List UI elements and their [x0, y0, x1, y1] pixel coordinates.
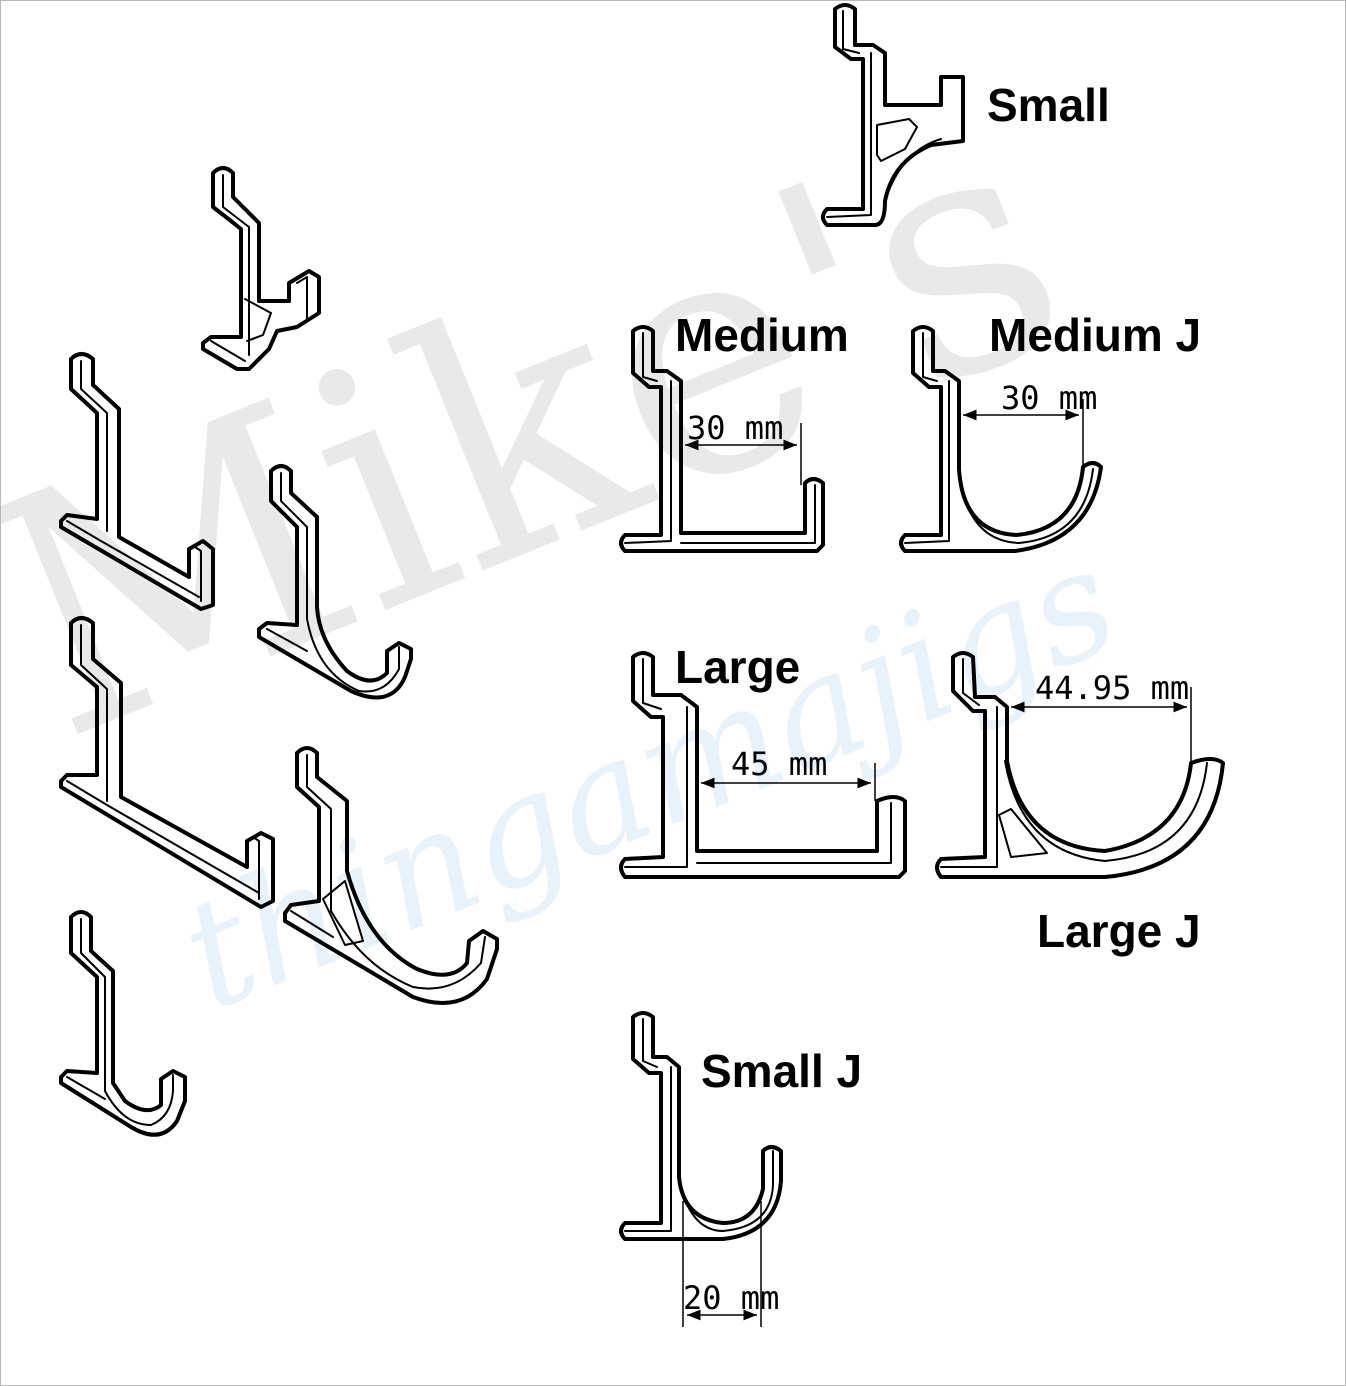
dim-large-text: 45 mm: [731, 745, 827, 783]
profile-small-j: [619, 1011, 783, 1241]
dim-small-j-text: 20 mm: [683, 1279, 779, 1317]
label-medium-j: Medium J: [989, 309, 1201, 361]
profile-small: [821, 3, 965, 227]
profile-large: [619, 651, 907, 879]
profile-medium: [619, 325, 825, 553]
dim-large-j-text: 44.95 mm: [1035, 669, 1189, 707]
iso-large-hook: [59, 616, 275, 909]
dim-medium-j: 30 mm: [963, 379, 1097, 467]
iso-medium-hook: [59, 352, 215, 611]
dim-large: 45 mm: [701, 745, 876, 801]
iso-medium-j-hook: [257, 464, 413, 700]
iso-small-j-hook: [59, 910, 187, 1137]
label-medium: Medium: [675, 309, 849, 361]
label-small: Small: [987, 79, 1110, 131]
label-large: Large: [675, 641, 800, 693]
dim-medium-j-text: 30 mm: [1001, 379, 1097, 417]
dim-small-j: 20 mm: [682, 1201, 779, 1327]
dim-medium: 30 mm: [685, 409, 802, 485]
label-large-j: Large J: [1037, 905, 1201, 957]
dim-large-j: 44.95 mm: [1011, 669, 1192, 763]
dim-medium-text: 30 mm: [687, 409, 783, 447]
watermark: Mike's thingamajigs: [1, 46, 1139, 1045]
iso-small-hook: [201, 166, 321, 371]
label-small-j: Small J: [701, 1045, 862, 1097]
iso-large-j-hook: [283, 746, 499, 1005]
